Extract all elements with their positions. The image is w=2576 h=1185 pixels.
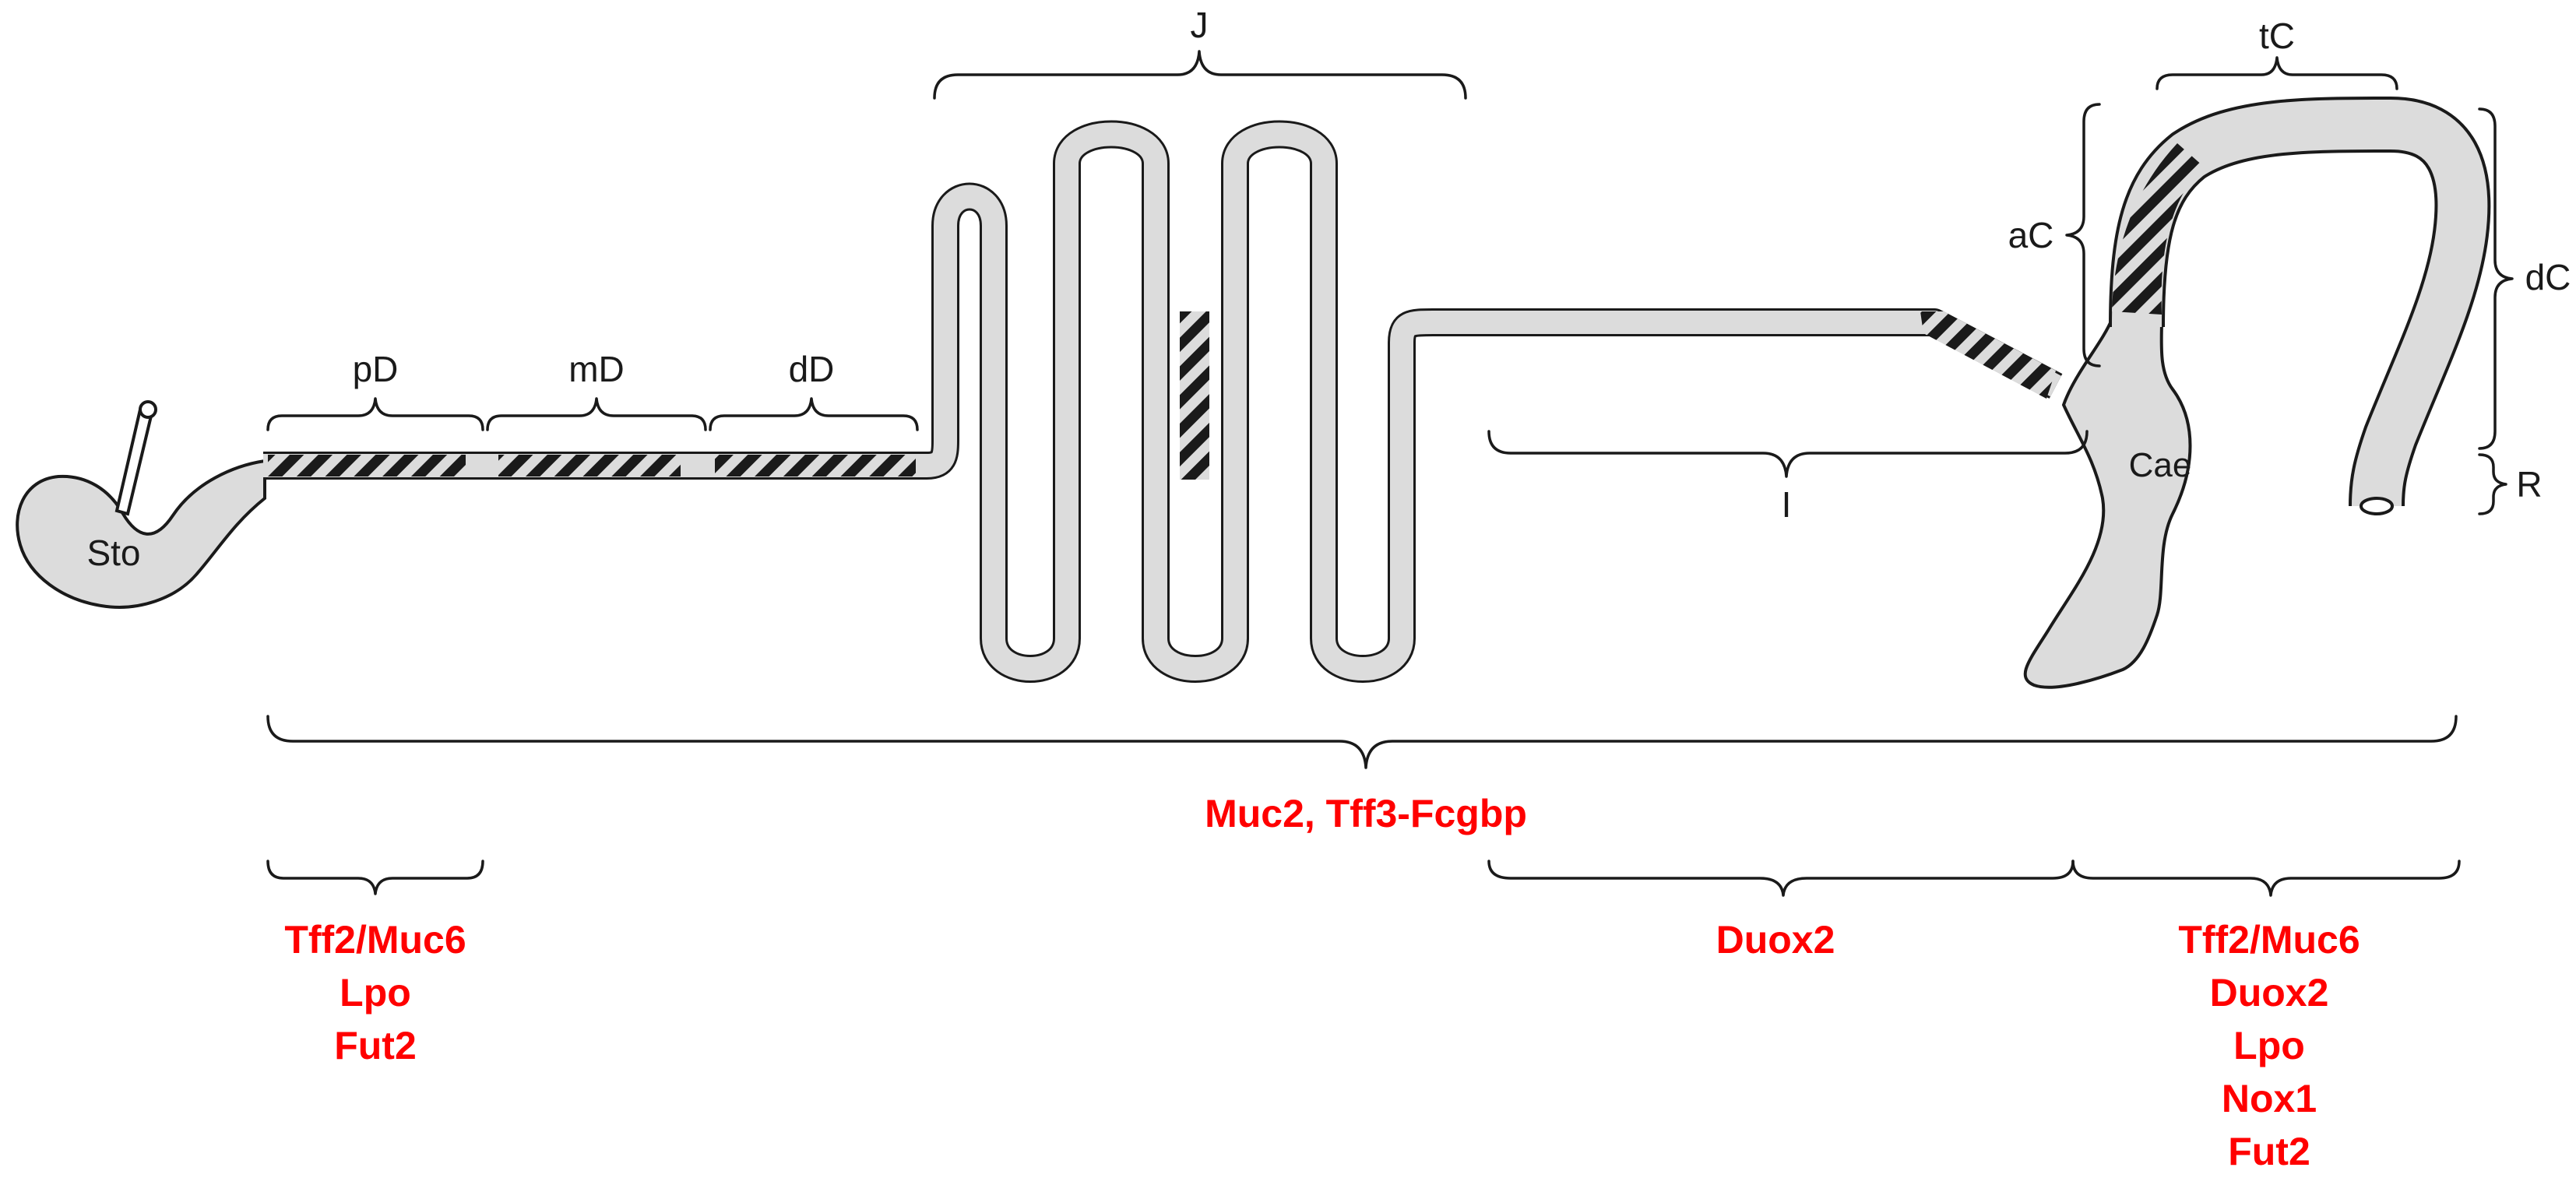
segment-labels: pD mD dD J I Sto Cae tC aC dC R bbox=[86, 5, 2571, 573]
esophagus-opening bbox=[139, 400, 157, 419]
brace-ileum-markers bbox=[1487, 860, 2075, 897]
rectum-opening bbox=[2360, 497, 2394, 515]
label-dD: dD bbox=[789, 349, 835, 389]
label-R: R bbox=[2516, 464, 2542, 505]
label-J: J bbox=[1191, 5, 1209, 45]
brace-pD bbox=[266, 397, 484, 431]
hatched-regions bbox=[268, 311, 2056, 480]
marker-whole-intestine: Muc2, Tff3-Fcgbp bbox=[1205, 792, 1527, 835]
label-tC: tC bbox=[2259, 16, 2295, 56]
label-aC: aC bbox=[2008, 215, 2054, 255]
caecum bbox=[2023, 318, 2192, 689]
label-I: I bbox=[1782, 484, 1792, 525]
brace-R bbox=[2478, 453, 2507, 515]
marker-colon-4: Nox1 bbox=[2222, 1077, 2317, 1120]
hatch-jejunum bbox=[1180, 311, 1209, 480]
marker-ileum-1: Duox2 bbox=[1716, 918, 1835, 962]
colon bbox=[2109, 97, 2491, 515]
hatch-ileum bbox=[1920, 311, 2056, 399]
marker-braces bbox=[266, 715, 2461, 897]
label-mD: mD bbox=[568, 349, 625, 389]
brace-whole-intestine bbox=[266, 715, 2458, 769]
marker-texts: Muc2, Tff3-Fcgbp Tff2/Muc6 Lpo Fut2 Duox… bbox=[284, 792, 2360, 1173]
brace-dD bbox=[709, 397, 919, 431]
hatch-pD bbox=[268, 455, 466, 476]
brace-I bbox=[1487, 430, 2089, 478]
label-dC: dC bbox=[2525, 257, 2571, 297]
brace-J bbox=[933, 50, 1467, 100]
brace-colon-markers bbox=[2071, 860, 2461, 897]
marker-colon-3: Lpo bbox=[2233, 1024, 2305, 1067]
brace-dC bbox=[2478, 107, 2514, 450]
small-intestine-lumen bbox=[263, 122, 2061, 680]
marker-colon-2: Duox2 bbox=[2210, 971, 2329, 1014]
caecum-body bbox=[2023, 318, 2192, 689]
brace-duodenum-markers bbox=[266, 860, 484, 895]
brace-mD bbox=[486, 397, 707, 431]
marker-duodenum-2: Lpo bbox=[340, 971, 411, 1014]
stomach-body bbox=[16, 459, 266, 609]
brace-tC bbox=[2155, 56, 2398, 90]
hatch-dD bbox=[715, 455, 916, 476]
small-intestine bbox=[263, 120, 2063, 683]
marker-duodenum-3: Fut2 bbox=[334, 1024, 417, 1067]
brace-aC bbox=[2065, 103, 2101, 367]
label-Sto: Sto bbox=[86, 533, 140, 573]
label-Cae: Cae bbox=[2129, 446, 2192, 484]
hatch-mD bbox=[498, 455, 681, 476]
marker-duodenum-1: Tff2/Muc6 bbox=[284, 918, 466, 962]
label-pD: pD bbox=[353, 349, 399, 389]
marker-colon-5: Fut2 bbox=[2228, 1130, 2310, 1173]
hatch-colon bbox=[2112, 143, 2204, 315]
stomach bbox=[16, 400, 266, 609]
marker-colon-1: Tff2/Muc6 bbox=[2178, 918, 2360, 962]
esophagus bbox=[114, 408, 155, 516]
